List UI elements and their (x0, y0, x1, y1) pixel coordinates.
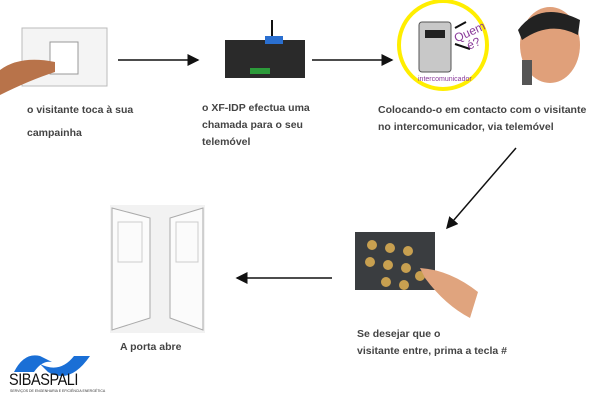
caption-line: Se desejar que o (357, 328, 441, 340)
caption-line: campainha (27, 127, 82, 139)
caption-line: visitante entre, prima a tecla # (357, 345, 507, 357)
open-door-image (110, 205, 205, 333)
logo-name: SIBASPALI (9, 370, 79, 389)
caption-line: o XF-IDP efectua uma (202, 102, 310, 114)
man-on-phone-image (518, 7, 580, 85)
intercom-label: intercomunicador (418, 76, 472, 83)
step2-caption: o XF-IDP efectua uma chamada para o seu … (202, 100, 310, 151)
doorbell-image (0, 27, 108, 95)
caption-line: Colocando-o em contacto com o visitante (378, 104, 587, 116)
step5-caption: A porta abre (120, 341, 182, 353)
caption-line: telemóvel (202, 136, 251, 148)
sibaspali-logo (14, 355, 90, 377)
step1-caption: o visitante toca à sua campainha (27, 102, 133, 142)
arrow-3 (446, 147, 517, 230)
caption-line: chamada para o seu (202, 119, 303, 131)
step4-caption: Se desejar que o visitante entre, prima … (357, 326, 507, 360)
xf-idp-device-image (225, 20, 305, 78)
intercom-image (397, 0, 489, 91)
caption-line: no intercomunicador, via telemóvel (378, 121, 554, 133)
keypad-image (355, 232, 478, 318)
logo-tagline: SERVIÇOS DE ENGENHARIA E EFICIÊNCIA ENER… (10, 389, 106, 393)
step3-caption: Colocando-o em contacto com o visitante … (378, 102, 586, 136)
caption-line: o visitante toca à sua (27, 104, 134, 116)
